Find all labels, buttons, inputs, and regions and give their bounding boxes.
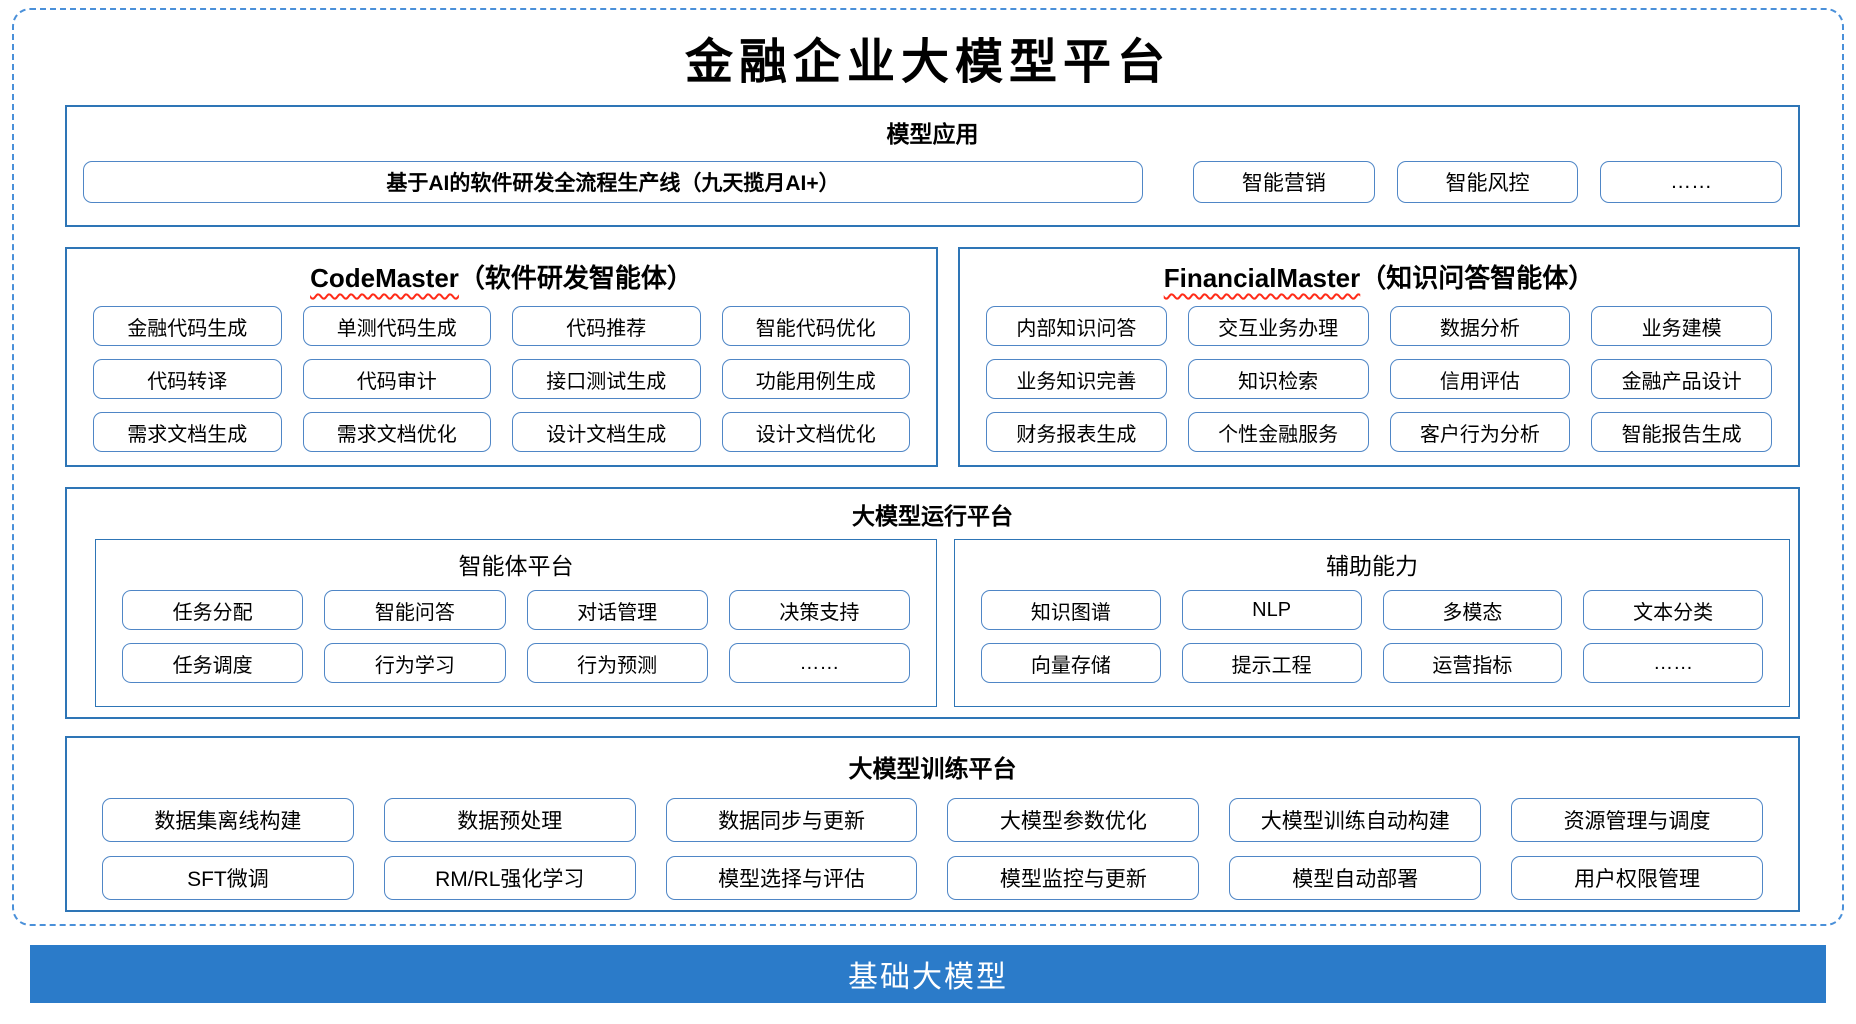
- financialmaster-item: 交互业务办理: [1187, 306, 1369, 346]
- training-item: 模型自动部署: [1229, 856, 1482, 900]
- training-item: 数据同步与更新: [665, 798, 918, 842]
- training-item: 用户权限管理: [1511, 856, 1763, 900]
- training-item: 大模型训练自动构建: [1229, 798, 1482, 842]
- codemaster-item: 接口测试生成: [512, 359, 701, 399]
- codemaster-item: 代码审计: [302, 359, 491, 399]
- auxiliary-item: 向量存储: [981, 643, 1161, 683]
- training-item: 大模型参数优化: [947, 798, 1200, 842]
- training-item: 数据集离线构建: [102, 798, 354, 842]
- section-runtime-platform: 大模型运行平台 智能体平台 任务分配 智能问答 对话管理 决策支持 任务调度 行…: [65, 487, 1800, 719]
- item-intelligent-marketing: 智能营销: [1193, 161, 1375, 203]
- item-ellipsis: ……: [1600, 161, 1783, 203]
- financialmaster-title: FinancialMaster（知识问答智能体）: [960, 249, 1798, 295]
- agent-platform-item: 行为预测: [526, 643, 708, 683]
- auxiliary-item: 知识图谱: [981, 590, 1161, 630]
- page-title: 金融企业大模型平台: [684, 34, 1171, 90]
- codemaster-grid: 金融代码生成 单测代码生成 代码推荐 智能代码优化 代码转译 代码审计 接口测试…: [67, 306, 936, 452]
- financialmaster-item: 业务知识完善: [986, 359, 1167, 399]
- agent-platform-item: 行为学习: [324, 643, 506, 683]
- training-platform-grid: 数据集离线构建 数据预处理 数据同步与更新 大模型参数优化 大模型训练自动构建 …: [67, 798, 1798, 900]
- agent-platform-item: 智能问答: [324, 590, 506, 630]
- financialmaster-item: 客户行为分析: [1389, 412, 1571, 452]
- codemaster-title-en: CodeMaster: [310, 263, 459, 293]
- codemaster-item: 设计文档生成: [512, 412, 701, 452]
- financialmaster-item: 信用评估: [1389, 359, 1571, 399]
- codemaster-item: 需求文档优化: [302, 412, 491, 452]
- outer-dashed-border: [12, 8, 1844, 926]
- financialmaster-item: 财务报表生成: [986, 412, 1167, 452]
- financialmaster-item: 数据分析: [1389, 306, 1571, 346]
- agent-platform-item: ……: [728, 643, 910, 683]
- agent-platform-item: 决策支持: [728, 590, 910, 630]
- section-financialmaster: FinancialMaster（知识问答智能体） 内部知识问答 交互业务办理 数…: [958, 247, 1800, 467]
- foundation-model-bar: 基础大模型: [30, 945, 1826, 1003]
- training-item: 模型选择与评估: [665, 856, 918, 900]
- codemaster-item: 代码推荐: [512, 306, 701, 346]
- financialmaster-title-en: FinancialMaster: [1163, 263, 1361, 293]
- training-item: RM/RL强化学习: [383, 856, 636, 900]
- codemaster-item: 代码转译: [93, 359, 282, 399]
- codemaster-item: 单测代码生成: [302, 306, 491, 346]
- training-item: 模型监控与更新: [947, 856, 1200, 900]
- model-application-header: 模型应用: [886, 121, 979, 147]
- auxiliary-item: NLP: [1181, 590, 1362, 630]
- financialmaster-title-zh: （知识问答智能体）: [1360, 263, 1595, 293]
- financialmaster-item: 知识检索: [1187, 359, 1369, 399]
- auxiliary-item: 提示工程: [1181, 643, 1362, 683]
- codemaster-title: CodeMaster（软件研发智能体）: [67, 249, 936, 295]
- auxiliary-capability-title: 辅助能力: [1326, 553, 1418, 579]
- agent-platform-title: 智能体平台: [458, 553, 574, 579]
- section-model-application: 模型应用 基于AI的软件研发全流程生产线（九天揽月AI+） 智能营销 智能风控 …: [65, 105, 1800, 227]
- foundation-model-label: 基础大模型: [848, 961, 1008, 994]
- financialmaster-item: 金融产品设计: [1591, 359, 1772, 399]
- auxiliary-item: ……: [1583, 643, 1763, 683]
- codemaster-title-zh: （软件研发智能体）: [458, 263, 693, 293]
- auxiliary-capability-box: 辅助能力 知识图谱 NLP 多模态 文本分类 向量存储 提示工程 运营指标 ……: [954, 539, 1790, 707]
- training-item: 数据预处理: [383, 798, 636, 842]
- auxiliary-item: 多模态: [1382, 590, 1563, 630]
- training-item: SFT微调: [102, 856, 354, 900]
- financialmaster-item: 内部知识问答: [986, 306, 1167, 346]
- auxiliary-item: 文本分类: [1583, 590, 1763, 630]
- training-item: 资源管理与调度: [1511, 798, 1763, 842]
- financialmaster-item: 个性金融服务: [1187, 412, 1369, 452]
- financialmaster-item: 业务建模: [1591, 306, 1772, 346]
- item-intelligent-risk-control: 智能风控: [1396, 161, 1579, 203]
- auxiliary-item: 运营指标: [1382, 643, 1563, 683]
- section-training-platform: 大模型训练平台 数据集离线构建 数据预处理 数据同步与更新 大模型参数优化 大模…: [65, 736, 1800, 912]
- codemaster-item: 设计文档优化: [721, 412, 910, 452]
- codemaster-item: 功能用例生成: [721, 359, 910, 399]
- runtime-platform-header: 大模型运行平台: [852, 503, 1013, 529]
- agent-platform-item: 任务调度: [122, 643, 304, 683]
- codemaster-item: 智能代码优化: [721, 306, 910, 346]
- agent-platform-item: 任务分配: [122, 590, 304, 630]
- financialmaster-item: 智能报告生成: [1591, 412, 1772, 452]
- agent-platform-grid: 任务分配 智能问答 对话管理 决策支持 任务调度 行为学习 行为预测 ……: [96, 590, 936, 683]
- agent-platform-item: 对话管理: [526, 590, 708, 630]
- model-application-row: 基于AI的软件研发全流程生产线（九天揽月AI+） 智能营销 智能风控 ……: [83, 161, 1783, 203]
- agent-platform-box: 智能体平台 任务分配 智能问答 对话管理 决策支持 任务调度 行为学习 行为预测…: [95, 539, 937, 707]
- training-platform-header: 大模型训练平台: [848, 756, 1017, 783]
- codemaster-item: 需求文档生成: [93, 412, 282, 452]
- section-codemaster: CodeMaster（软件研发智能体） 金融代码生成 单测代码生成 代码推荐 智…: [65, 247, 938, 467]
- item-ai-dev-pipeline: 基于AI的软件研发全流程生产线（九天揽月AI+）: [83, 161, 1143, 203]
- financialmaster-grid: 内部知识问答 交互业务办理 数据分析 业务建模 业务知识完善 知识检索 信用评估…: [960, 306, 1798, 452]
- codemaster-item: 金融代码生成: [93, 306, 282, 346]
- auxiliary-capability-grid: 知识图谱 NLP 多模态 文本分类 向量存储 提示工程 运营指标 ……: [955, 590, 1789, 683]
